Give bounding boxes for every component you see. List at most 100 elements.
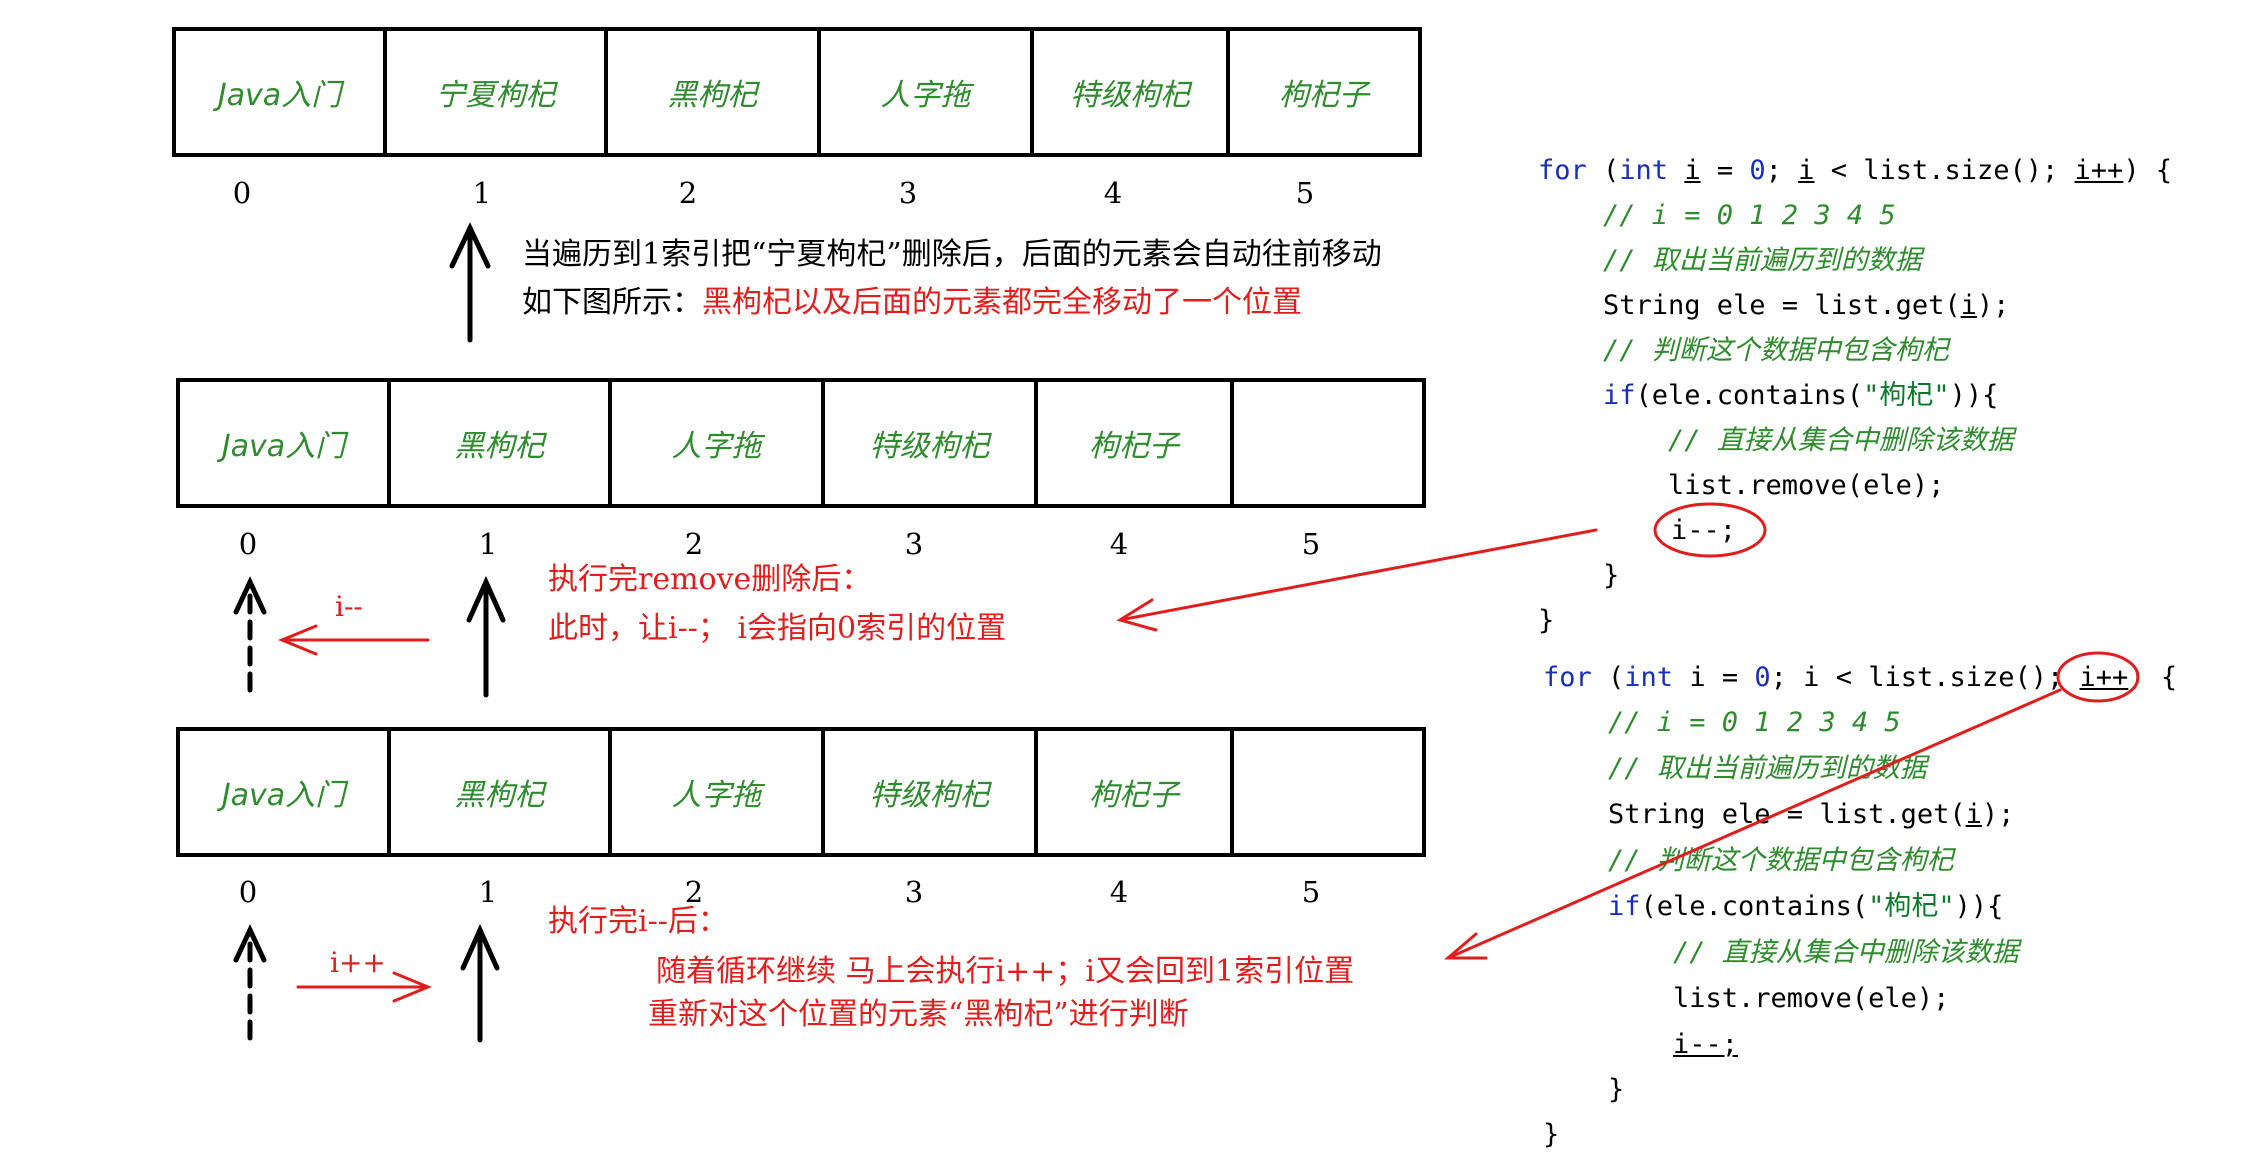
highlight-ellipse	[1653, 502, 1767, 558]
array-index: 2	[678, 176, 698, 210]
code-text: )){	[1954, 891, 2004, 922]
keyword: for	[1543, 662, 1592, 693]
array-index: 3	[904, 527, 924, 561]
code-increment: i++	[2079, 662, 2129, 693]
code-var: i	[1965, 799, 1982, 830]
code-line-decrement: i--;	[1673, 1031, 1738, 1058]
code-brace: }	[1603, 560, 1620, 591]
code-line-for: for (int i = 0; i < list.size(); i++) {	[1538, 157, 2172, 184]
array-index: 0	[238, 527, 258, 561]
array-index: 2	[684, 527, 704, 561]
left-arrow-icon	[278, 624, 430, 656]
array-before-remove: Java入门 宁夏枸杞 黑枸杞 人字拖 特级枸杞 枸杞子	[172, 27, 1422, 157]
code-line-decrement: i--;	[1671, 515, 1737, 546]
up-arrow-icon	[466, 575, 506, 698]
code-string: "枸杞"	[1868, 891, 1955, 922]
code-var: i	[1798, 155, 1815, 186]
code-var: i	[1803, 662, 1820, 693]
code-text: =	[1705, 662, 1755, 693]
array-index: 0	[232, 176, 252, 210]
array-cell: 特级枸杞	[825, 382, 1038, 504]
right-arrow-icon	[296, 971, 432, 1003]
keyword: for	[1538, 155, 1587, 186]
code-number: 0	[1749, 155, 1766, 186]
array-index: 1	[478, 875, 498, 909]
code-line-if: if(ele.contains("枸杞")){	[1608, 893, 2003, 920]
code-brace: }	[1543, 1119, 1560, 1150]
array-index: 4	[1109, 527, 1129, 561]
keyword: if	[1608, 891, 1641, 922]
code-text: ;	[1765, 155, 1799, 186]
array-index: 4	[1109, 875, 1129, 909]
code-comment: // 直接从集合中删除该数据	[1673, 937, 2019, 968]
array-cell: 人字拖	[612, 731, 825, 853]
code-string: "枸杞"	[1863, 380, 1950, 411]
code-var: i	[1960, 290, 1977, 321]
code-comment: // 直接从集合中删除该数据	[1668, 425, 2014, 456]
code-text: );	[1981, 799, 2015, 830]
up-arrow-icon	[460, 923, 500, 1043]
array-cell: 枸杞子	[1038, 731, 1234, 853]
keyword: if	[1603, 380, 1636, 411]
code-text: )){	[1949, 380, 1999, 411]
code-line-remove: list.remove(ele);	[1668, 470, 1945, 501]
code-comment: // 判断这个数据中包含枸杞	[1608, 845, 1954, 876]
code-text: );	[1976, 290, 2010, 321]
code-text: < list.size();	[1814, 155, 2075, 186]
array-index: 0	[238, 875, 258, 909]
keyword: int	[1624, 662, 1674, 693]
highlight-ellipse	[2056, 651, 2140, 703]
code-line-get: String ele = list.get(i);	[1603, 292, 2009, 319]
code-text: (	[1591, 662, 1625, 693]
array-cell: Java入门	[180, 382, 391, 504]
code-brace: }	[1608, 1074, 1625, 1105]
array-cell: 人字拖	[612, 382, 825, 504]
array-index: 3	[904, 875, 924, 909]
step1-note-line2: 如下图所示：黑枸杞以及后面的元素都完全移动了一个位置	[522, 288, 1302, 318]
step1-note-line1: 当遍历到1索引把“宁夏枸杞”删除后，后面的元素会自动往前移动	[522, 237, 1382, 272]
array-cell: 黑枸杞	[391, 731, 612, 853]
code-var: i	[1684, 155, 1701, 186]
code-text: String ele = list.get(	[1603, 290, 1961, 321]
step3-note-line3: 重新对这个位置的元素“黑枸杞”进行判断	[648, 997, 1189, 1032]
code-text: (ele.contains(	[1640, 891, 1869, 922]
array-index: 5	[1301, 527, 1321, 561]
increment-arrow-label: i++	[330, 946, 386, 979]
dashed-up-arrow-icon	[233, 576, 267, 693]
array-index: 1	[478, 527, 498, 561]
code-comment: // i = 0 1 2 3 4 5	[1608, 707, 1901, 738]
code-text: < list.size();	[1819, 662, 2080, 693]
pointer-arrow-icon	[1443, 688, 2062, 960]
array-cell: 特级枸杞	[825, 731, 1038, 853]
code-increment: i++	[2074, 155, 2124, 186]
array-index: 2	[684, 875, 704, 909]
code-text: (ele.contains(	[1635, 380, 1864, 411]
array-cell: 人字拖	[821, 31, 1034, 153]
code-brace: }	[1538, 605, 1555, 636]
array-index: 1	[472, 176, 492, 210]
code-comment: // 判断这个数据中包含枸杞	[1603, 335, 1949, 366]
code-text: String ele = list.get(	[1608, 799, 1966, 830]
code-number: 0	[1754, 662, 1771, 693]
array-index: 5	[1295, 176, 1315, 210]
code-text: ) {	[2123, 155, 2173, 186]
step3-note-line1: 执行完i--后：	[548, 904, 728, 939]
step3-note-line2: 随着循环继续 马上会执行i++；i又会回到1索引位置	[656, 954, 1355, 989]
array-cell: 黑枸杞	[608, 31, 821, 153]
code-var: i--;	[1673, 1029, 1739, 1060]
code-text: =	[1700, 155, 1750, 186]
dashed-up-arrow-icon	[233, 924, 267, 1041]
up-arrow-icon	[449, 222, 491, 343]
code-line-for: for (int i = 0; i < list.size(); i++) {	[1543, 664, 2177, 691]
array-cell: 特级枸杞	[1034, 31, 1230, 153]
array-index: 3	[898, 176, 918, 210]
array-index: 5	[1301, 875, 1321, 909]
array-after-remove: Java入门 黑枸杞 人字拖 特级枸杞 枸杞子	[176, 378, 1426, 508]
array-cell: 黑枸杞	[391, 382, 612, 504]
pointer-arrow-icon	[1116, 528, 1598, 632]
code-line-get: String ele = list.get(i);	[1608, 801, 2014, 828]
code-line-if: if(ele.contains("枸杞")){	[1603, 382, 1998, 409]
array-after-decrement: Java入门 黑枸杞 人字拖 特级枸杞 枸杞子	[176, 727, 1426, 857]
